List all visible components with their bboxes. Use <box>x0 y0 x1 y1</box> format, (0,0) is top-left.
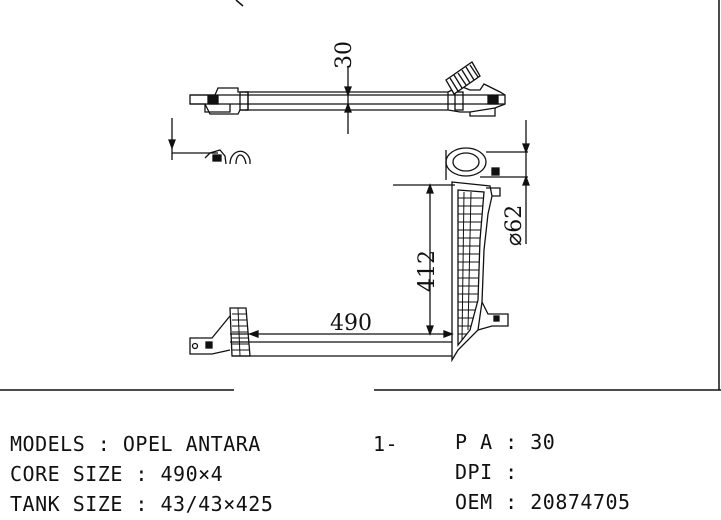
item-number: 1- <box>373 432 399 456</box>
core-size-row: CORE SIZE : 490×4 <box>10 462 224 486</box>
side-view-left-pipe <box>168 118 251 165</box>
dpi-label: DPI <box>455 460 493 484</box>
side-view-right-pipe <box>445 120 530 244</box>
dpi-row: DPI : <box>455 460 531 484</box>
front-view <box>189 181 509 363</box>
models-row: MODELS : OPEL ANTARA <box>10 432 261 456</box>
pa-row: P A : 30 <box>455 430 556 454</box>
dim-core-height: 412 <box>415 250 440 292</box>
frame-lines <box>0 0 721 391</box>
oem-row: OEM : 20874705 <box>455 490 631 514</box>
dim-pipe-diameter: ⌀62 <box>502 205 527 246</box>
oem-value: 20874705 <box>530 490 631 514</box>
tank-size-row: TANK SIZE : 43/43×425 <box>10 492 274 516</box>
tank-ribs <box>458 191 484 341</box>
dim-flange-height: 30 <box>332 41 357 69</box>
pa-label: P A <box>455 430 493 454</box>
oem-label: OEM <box>455 490 493 514</box>
models-label: MODELS <box>10 432 86 456</box>
tank-size-label: TANK SIZE <box>10 492 123 516</box>
models-value: OPEL ANTARA <box>122 432 261 456</box>
core-size-value: 490×4 <box>160 462 224 486</box>
pa-value: 30 <box>530 430 556 454</box>
dim-core-width: 490 <box>330 311 372 336</box>
top-view <box>189 61 506 134</box>
core-size-label: CORE SIZE <box>10 462 123 486</box>
left-tank-ribs <box>232 307 249 357</box>
tank-size-value: 43/43×425 <box>160 492 274 516</box>
hose-coupling <box>445 61 481 95</box>
